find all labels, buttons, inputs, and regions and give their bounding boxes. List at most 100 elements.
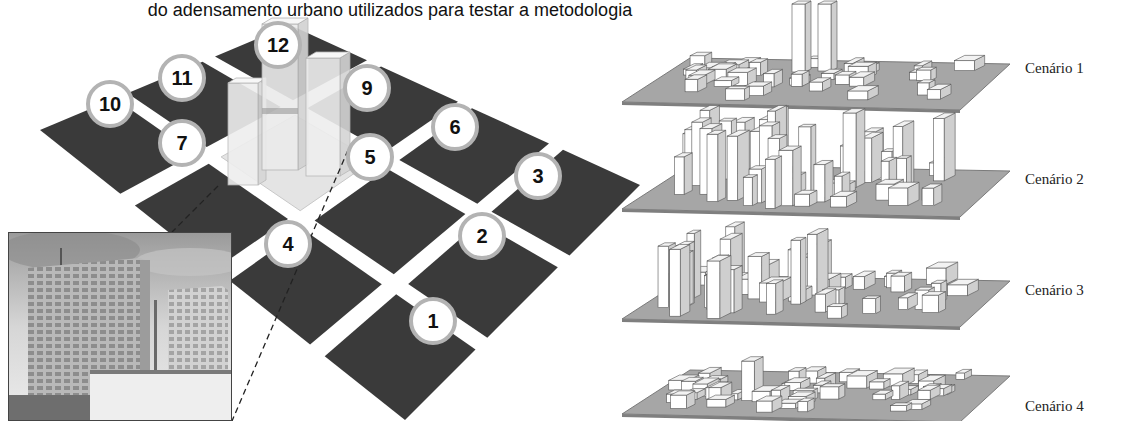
scenario-label: Cenário 3 <box>1025 281 1084 299</box>
building-top <box>779 146 801 150</box>
building-side <box>876 296 881 314</box>
building-front <box>798 401 808 411</box>
building-top <box>700 124 722 129</box>
building-front <box>918 390 930 399</box>
building-top <box>918 80 935 83</box>
building-front <box>714 81 731 87</box>
building-front <box>685 79 698 91</box>
photo-frame <box>9 233 232 421</box>
building-top <box>922 184 942 188</box>
building-front <box>766 284 775 315</box>
building-top <box>791 237 806 240</box>
building-top <box>816 373 835 378</box>
building-front <box>898 298 907 310</box>
callout-number: 11 <box>171 67 192 89</box>
building-top <box>917 67 937 70</box>
building-top <box>893 121 914 127</box>
callout-number: 3 <box>532 165 543 187</box>
building-top <box>700 105 719 110</box>
building-top <box>926 262 957 268</box>
building-front <box>791 240 800 304</box>
building-top <box>768 105 787 111</box>
building-top <box>898 293 917 298</box>
leader-dashed <box>232 150 348 421</box>
building-top <box>687 230 701 233</box>
building-top <box>931 280 946 283</box>
building-top <box>768 135 787 139</box>
building-top <box>820 384 845 387</box>
callout-circle: 4 <box>264 220 312 268</box>
tower-top <box>306 52 350 58</box>
building-top <box>714 77 739 81</box>
building-front <box>847 376 867 388</box>
building-top <box>764 69 783 73</box>
building-top <box>792 1 811 4</box>
building-top <box>892 381 909 385</box>
callout-circle: 12 <box>254 21 302 69</box>
building-front <box>827 307 841 319</box>
building-side <box>817 229 828 295</box>
callout-number: 12 <box>267 34 289 56</box>
building-top <box>742 357 763 361</box>
building-front <box>809 82 822 91</box>
callout-circle: 10 <box>86 80 134 128</box>
building-front <box>922 188 934 206</box>
building-front <box>863 298 876 313</box>
building-top <box>873 390 893 394</box>
building-top <box>809 78 831 82</box>
building-top <box>834 172 849 176</box>
scenario-model <box>622 105 1010 220</box>
building-top <box>793 388 818 390</box>
building-top <box>815 289 836 294</box>
building-top <box>685 75 707 80</box>
building-top <box>814 160 833 164</box>
building-top <box>836 71 856 74</box>
building-front <box>853 277 864 290</box>
tower-band <box>262 108 298 114</box>
building-front <box>757 401 772 412</box>
building-top <box>818 1 837 4</box>
building-side <box>718 130 726 201</box>
building-side <box>831 1 837 71</box>
building-top <box>707 255 731 261</box>
building-front <box>820 387 839 399</box>
plane-edge <box>622 209 960 220</box>
building-top <box>870 379 891 382</box>
building-front <box>927 90 940 100</box>
building-front <box>954 61 974 71</box>
building-top <box>719 118 736 121</box>
building-top <box>850 72 875 77</box>
building-front <box>707 134 718 201</box>
plane-edge <box>622 414 960 421</box>
callout-number: 9 <box>361 77 372 99</box>
building-top <box>863 296 881 298</box>
building-side <box>944 113 955 181</box>
building-top <box>759 277 791 283</box>
callout-number: 6 <box>449 116 460 138</box>
building-side <box>720 255 731 318</box>
building-front <box>765 159 775 208</box>
building-top <box>897 156 912 158</box>
building-top <box>757 396 782 401</box>
scenario-model <box>622 357 1010 421</box>
building-front <box>836 75 850 84</box>
scenario-label: Cenário 1 <box>1025 59 1084 77</box>
building-top <box>795 190 817 194</box>
building-top <box>791 71 809 75</box>
tower-front <box>306 58 340 176</box>
building-top <box>772 385 790 390</box>
building-top <box>766 280 783 284</box>
building-top <box>707 130 726 134</box>
photo-lowhouse-roof <box>90 370 232 374</box>
building-top <box>881 157 896 161</box>
callout-circle: 3 <box>514 152 562 200</box>
building-side <box>805 1 811 72</box>
building-top <box>848 86 879 91</box>
building-top <box>843 109 865 113</box>
building-top <box>745 82 772 86</box>
building-top <box>720 233 742 239</box>
building-side <box>752 175 757 206</box>
building-front <box>815 294 825 312</box>
building-front <box>658 246 669 308</box>
